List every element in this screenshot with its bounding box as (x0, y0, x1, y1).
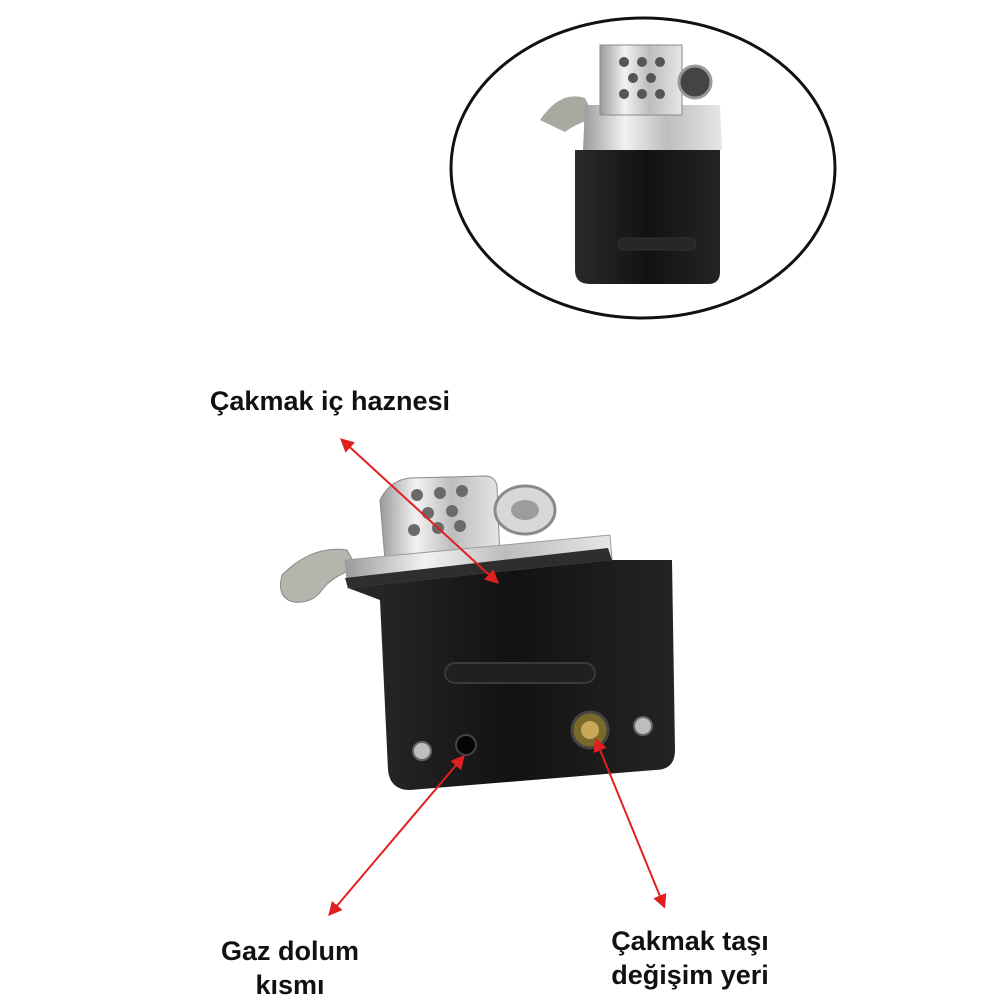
label-inner-tank: Çakmak iç haznesi (160, 384, 500, 418)
arrow-flint-change (593, 737, 667, 909)
label-gas-refill: Gaz dolum kısmı (170, 934, 410, 1002)
inset-view (449, 16, 837, 320)
body-slot (444, 662, 596, 684)
arrow-inner-tank (339, 438, 500, 584)
label-gas-refill-line2: kısmı (255, 970, 325, 1000)
lever (280, 548, 358, 603)
arrow-gas-refill (328, 754, 465, 917)
gas-valve (455, 734, 477, 756)
label-flint-change-line2: değişim yeri (611, 960, 769, 990)
label-inner-tank-text: Çakmak iç haznesi (209, 386, 451, 416)
screw-left (412, 741, 432, 761)
screw-right (633, 716, 653, 736)
label-flint-change: Çakmak taşı değişim yeri (565, 924, 815, 992)
label-flint-change-line1: Çakmak taşı (611, 926, 769, 956)
main-lighter (280, 475, 675, 790)
inset-lighter (540, 44, 722, 284)
label-gas-refill-line1: Gaz dolum (220, 936, 359, 966)
